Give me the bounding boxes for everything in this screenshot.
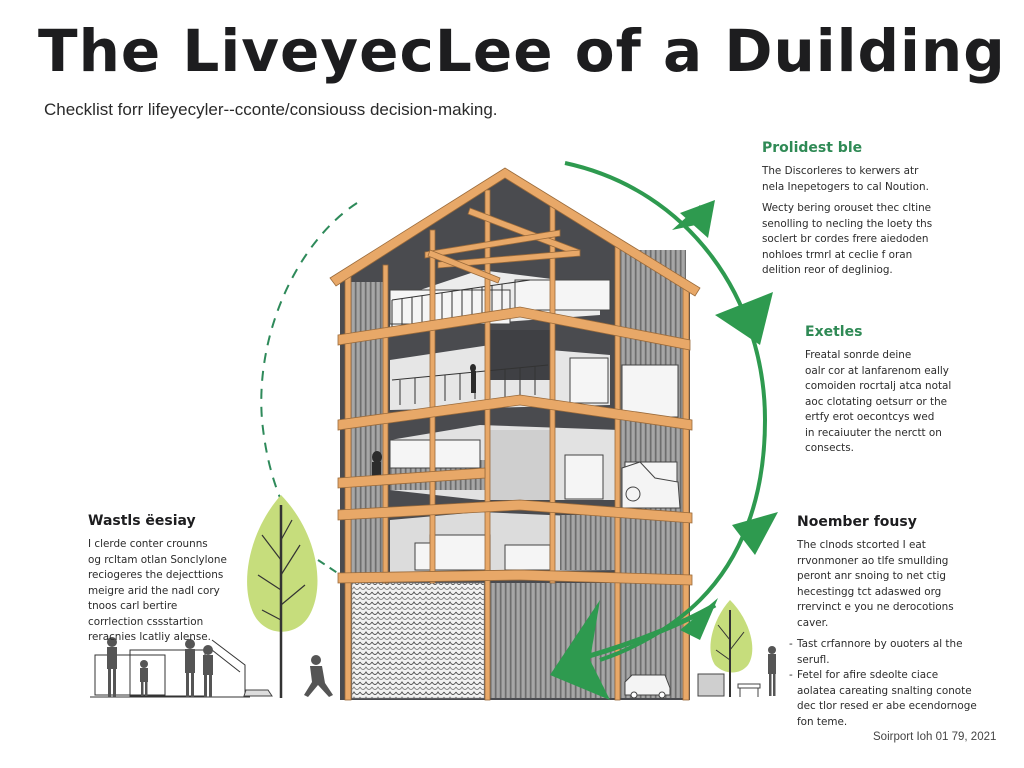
- person-icon: [107, 637, 776, 697]
- text-line: oalr cor at lanfarenom eally: [805, 364, 949, 377]
- text-line: meigre arid the nadl cory: [88, 584, 220, 597]
- text-line: consects.: [805, 442, 854, 454]
- text-line: nela Inepetogers to cal Noution.: [762, 180, 929, 193]
- text-line: The clnods stcorted I eat: [797, 539, 926, 551]
- text-line: Freatal sonrde deine: [805, 349, 912, 361]
- text-line: corrlection cssstartion: [88, 615, 204, 628]
- panel-text: The Discorleres to kerwers atr nela Inep…: [762, 164, 962, 195]
- bullet-item: Fetel for afire sdeolte ciace aolatea ca…: [789, 668, 977, 730]
- car-icon: [621, 461, 681, 509]
- panel-text: The clnods stcorted I eat rrvonmoner ao …: [797, 538, 977, 631]
- tree-icon: [247, 495, 318, 698]
- building-cross-section: [329, 167, 701, 701]
- text-line: caver.: [797, 616, 829, 629]
- text-line: hecestingg tct adaswed org: [797, 585, 942, 598]
- text-line: in recaiuuter the nerctt on: [805, 426, 942, 439]
- panel-bottom-right: Noember fousy The clnods stcorted I eat …: [789, 514, 977, 730]
- text-line: The Discorleres to kerwers atr: [762, 165, 919, 177]
- text-line: reracnies lcatliy alense.: [88, 631, 211, 643]
- dashed-cycle-arc-icon: [260, 202, 358, 579]
- street-scene-left: [90, 639, 250, 698]
- text-line: reciogeres the dejecttions: [88, 569, 224, 581]
- panel-middle-right: Exetles Freatal sonrde deine oalr cor at…: [805, 324, 975, 463]
- panel-top-right: Prolidest ble The Discorleres to kerwers…: [762, 140, 962, 285]
- panel-heading: Noember fousy: [797, 514, 917, 530]
- bullet-list: Tast crfannore by ouoters al the serufl.…: [789, 637, 977, 730]
- text-line: rrervinct e you ne derocotions: [797, 601, 954, 613]
- panel-text: Freatal sonrde deine oalr cor at lanfare…: [805, 348, 975, 457]
- text-line: senolling to necling the loety ths: [762, 217, 933, 230]
- text-line: peront anr snoing to net ctig: [797, 570, 946, 582]
- panel-text: I clerde conter crounns og rcltam otlan …: [88, 537, 238, 646]
- text-line: comoiden rocrtalj atca notal: [805, 380, 952, 392]
- panel-heading: Prolidest ble: [762, 140, 863, 156]
- panel-heading: Exetles: [805, 324, 863, 340]
- text-line: aoc clotating oetsurr or the: [805, 395, 948, 408]
- page-title: The LiveyecLee of a Duilding: [38, 17, 1006, 85]
- text-line: tnoos carl bertire: [88, 600, 178, 612]
- street-scene-right: [243, 673, 761, 699]
- text-line: rrvonmoner ao tlfe smullding: [797, 554, 949, 567]
- footer-date: Soirport Ioh 01 79, 2021: [873, 731, 997, 743]
- text-line: delition reor of degliniog.: [762, 264, 893, 276]
- text-line: nohloes trmrl at ceclie f oran: [762, 248, 913, 261]
- text-line: Wecty bering orouset thec cltine: [762, 202, 932, 214]
- text-line: soclert br cordes frere aiedoden: [762, 233, 929, 245]
- tree-icon: [710, 600, 753, 697]
- panel-text: Wecty bering orouset thec cltine senolli…: [762, 201, 962, 279]
- bullet-item: Tast crfannore by ouoters al the serufl.: [789, 637, 977, 668]
- text-line: og rcltam otlan Sonclylone: [88, 553, 227, 566]
- text-line: ertfy erot oecontcys wed: [805, 411, 935, 423]
- green-cycle-arrow-icon: [550, 161, 778, 700]
- panel-heading: Wastls ëesiay: [88, 513, 196, 529]
- panel-bottom-left: Wastls ëesiay I clerde conter crounns og…: [88, 513, 238, 652]
- page-subtitle: Checklist forr lifeyecyler--cconte/consi…: [44, 100, 498, 119]
- text-line: I clerde conter crounns: [88, 538, 208, 550]
